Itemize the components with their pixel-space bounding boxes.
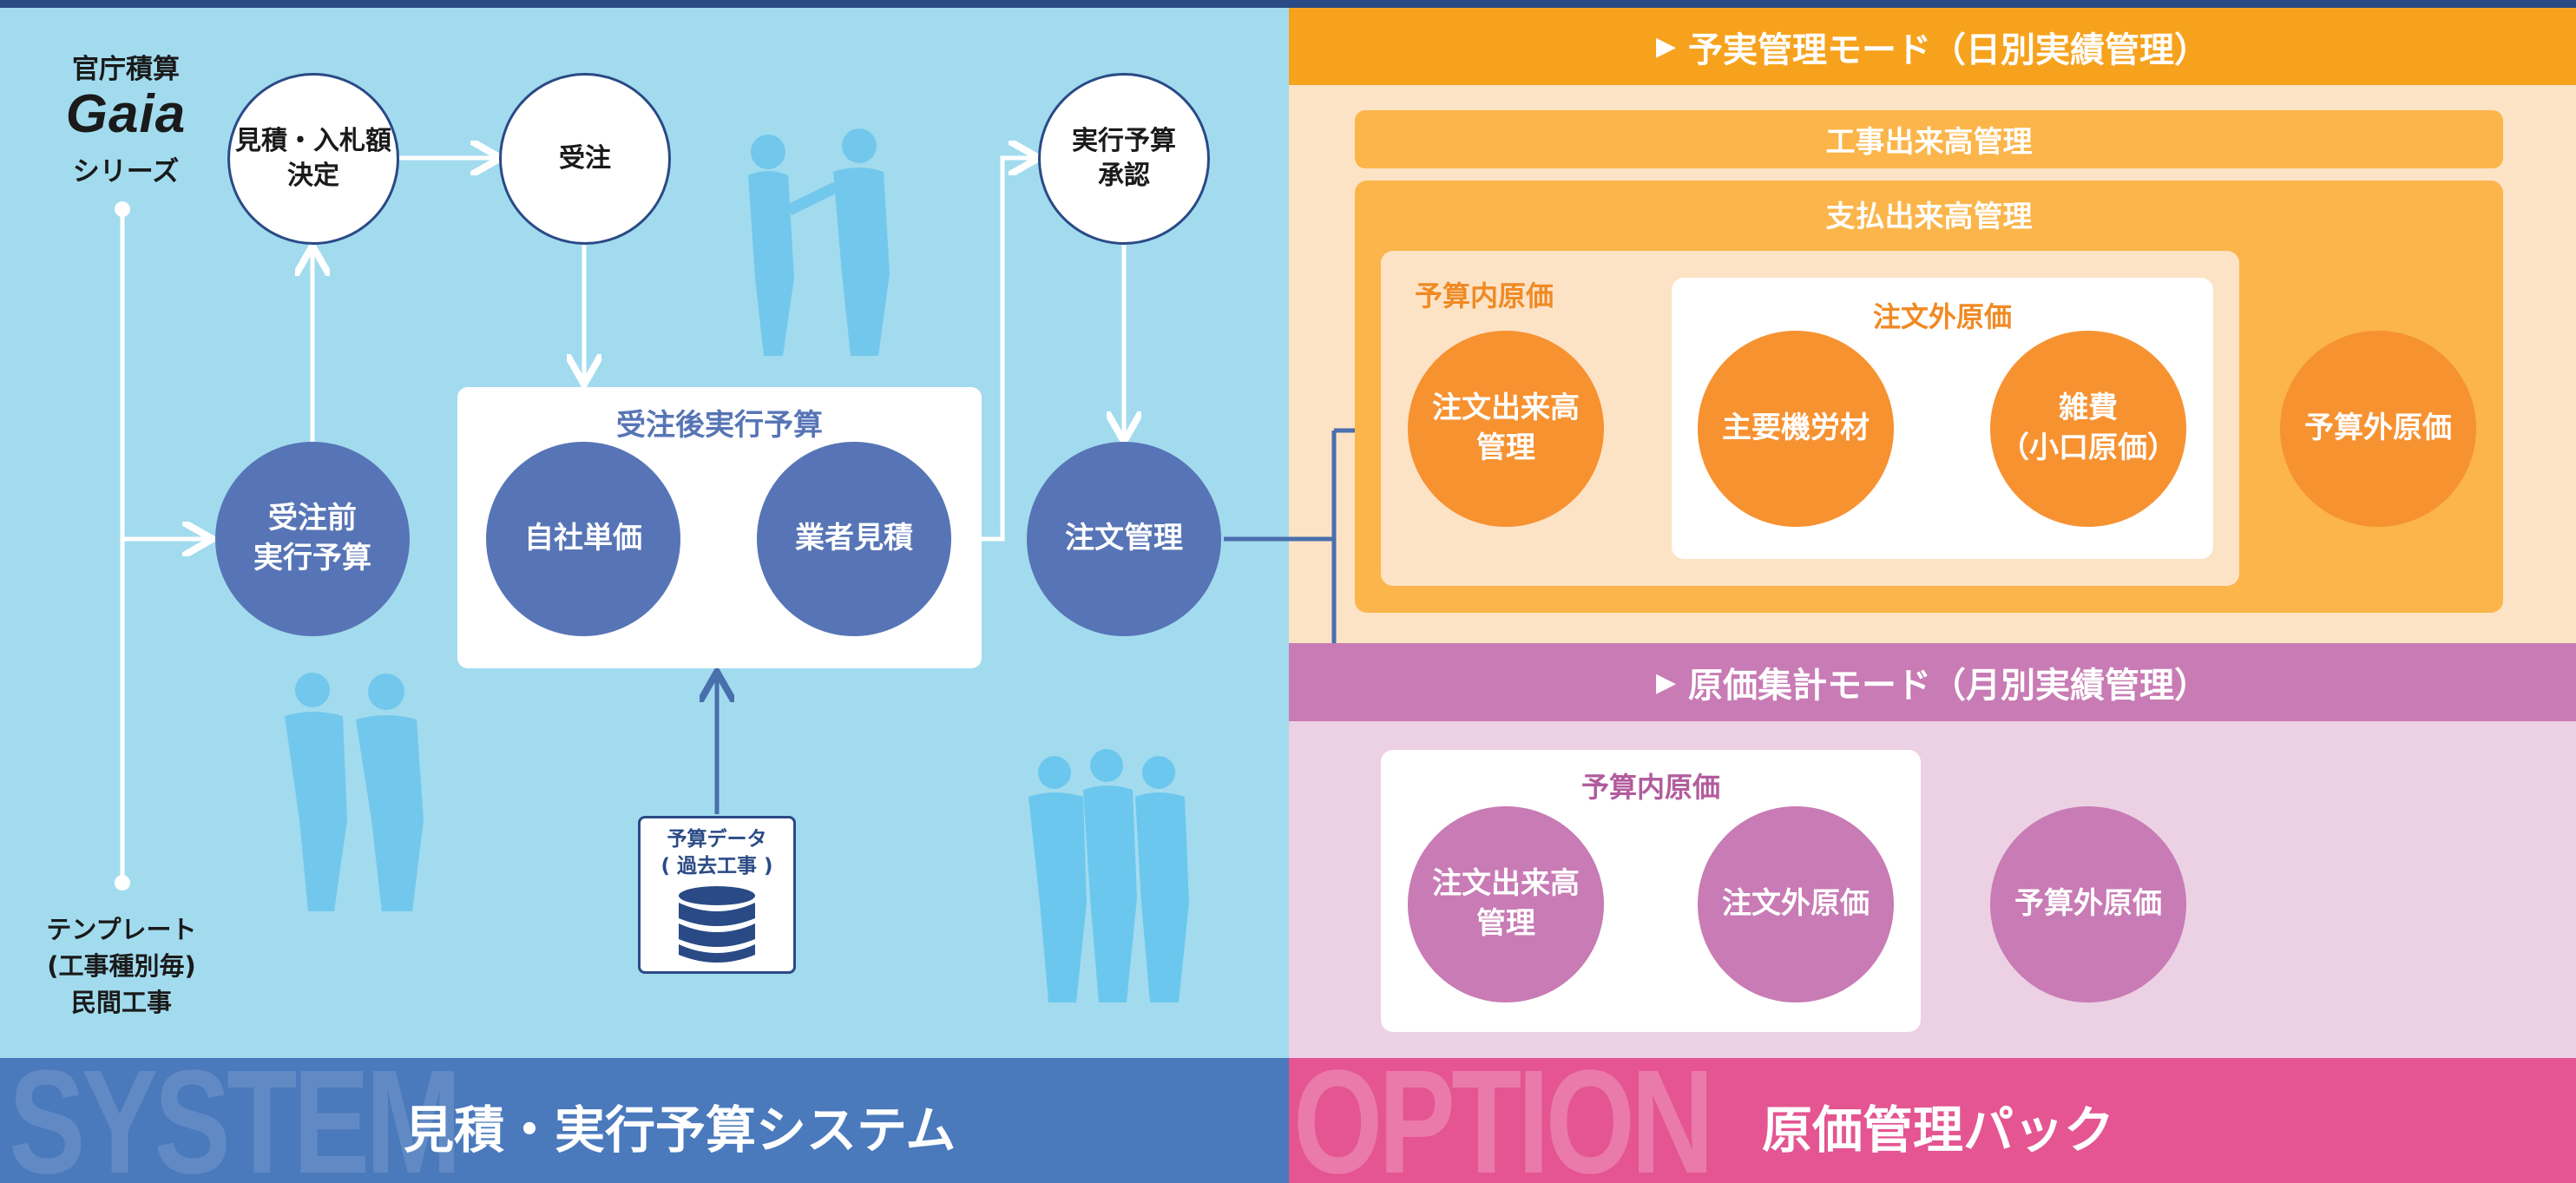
template-line-3: 民間工事 [70,988,172,1018]
kouji-dekidaka-box: 工事出来高管理 [1355,110,2503,168]
jutyumae-circle: 受注前 実行予算 [215,442,410,636]
option-watermark: OPTION [1293,1040,1711,1183]
option-title: 原価管理パック [1762,1101,2115,1160]
jutyugo-title: 受注後実行予算 [616,408,823,443]
chumon-dekidaka-circle: 注文出来高 管理 [1408,331,1604,527]
template-line-2: (工事種別毎) [47,951,196,982]
arrow-to-shounin [982,158,1035,542]
people-silhouette-icon [748,128,890,356]
yojitsu-mode-header: ▶ 予実管理モード（日別実績管理） [1289,8,2576,85]
pink-chumongai-circle: 注文外原価 [1698,806,1894,1002]
genka-mode-title: 原価集計モード（月別実績管理） [1688,666,2210,706]
jikkou-shounin-circle: 実行予算 承認 [1038,73,1210,245]
yosangai-circle: 予算外原価 [2280,331,2476,527]
budget-data-label: 予算データ ( 過去工事 ) [660,828,773,878]
line-dot-bottom [115,875,130,891]
mitsumori-circle: 見積・入札額 決定 [227,73,399,245]
template-line-1: テンプレート [46,915,197,944]
template-label: テンプレート (工事種別毎) 民間工事 [26,911,217,1021]
system-watermark: SYSTEM [9,1040,458,1183]
play-triangle-icon: ▶ [1655,667,1677,698]
shiharai-dekidaka-label: 支払出来高管理 [1825,200,2033,234]
yosannai-label: 予算内原価 [1415,279,1554,312]
pink-yosangai-circle: 予算外原価 [1990,806,2186,1002]
genka-mode-header: ▶ 原価集計モード（月別実績管理） [1289,643,2576,721]
shuyou-kirouzai-circle: 主要機労材 [1698,331,1894,527]
yojitsu-mode-title: 予実管理モード（日別実績管理） [1688,30,2210,70]
play-triangle-icon: ▶ [1655,31,1677,62]
gyousha-mitsumori-circle: 業者見積 [757,442,951,636]
people-silhouette-icon [1028,749,1189,1002]
top-bar [0,0,2576,8]
chumon-kanri-circle: 注文管理 [1027,442,1221,636]
database-icon [679,886,755,963]
system-footer [0,1058,1289,1183]
gaia-logo: Gaia [65,84,187,144]
pink-yosannai-label: 予算内原価 [1580,771,1720,804]
line-dot-top [115,201,130,217]
pink-chumon-dekidaka-circle: 注文出来高 管理 [1408,806,1604,1002]
zappi-circle: 雑費 （小口原価） [1990,331,2186,527]
system-title: 見積・実行予算システム [404,1101,956,1160]
chumongai-label: 注文外原価 [1872,300,2012,333]
gaia-top-label: 官庁積算 [72,54,180,85]
option-footer [1289,1058,2576,1183]
people-silhouette-icon [285,673,424,911]
jutyu-circle: 受注 [499,73,671,245]
gaia-bottom-label: シリーズ [72,156,180,187]
jisha-tanka-circle: 自社単価 [486,442,680,636]
